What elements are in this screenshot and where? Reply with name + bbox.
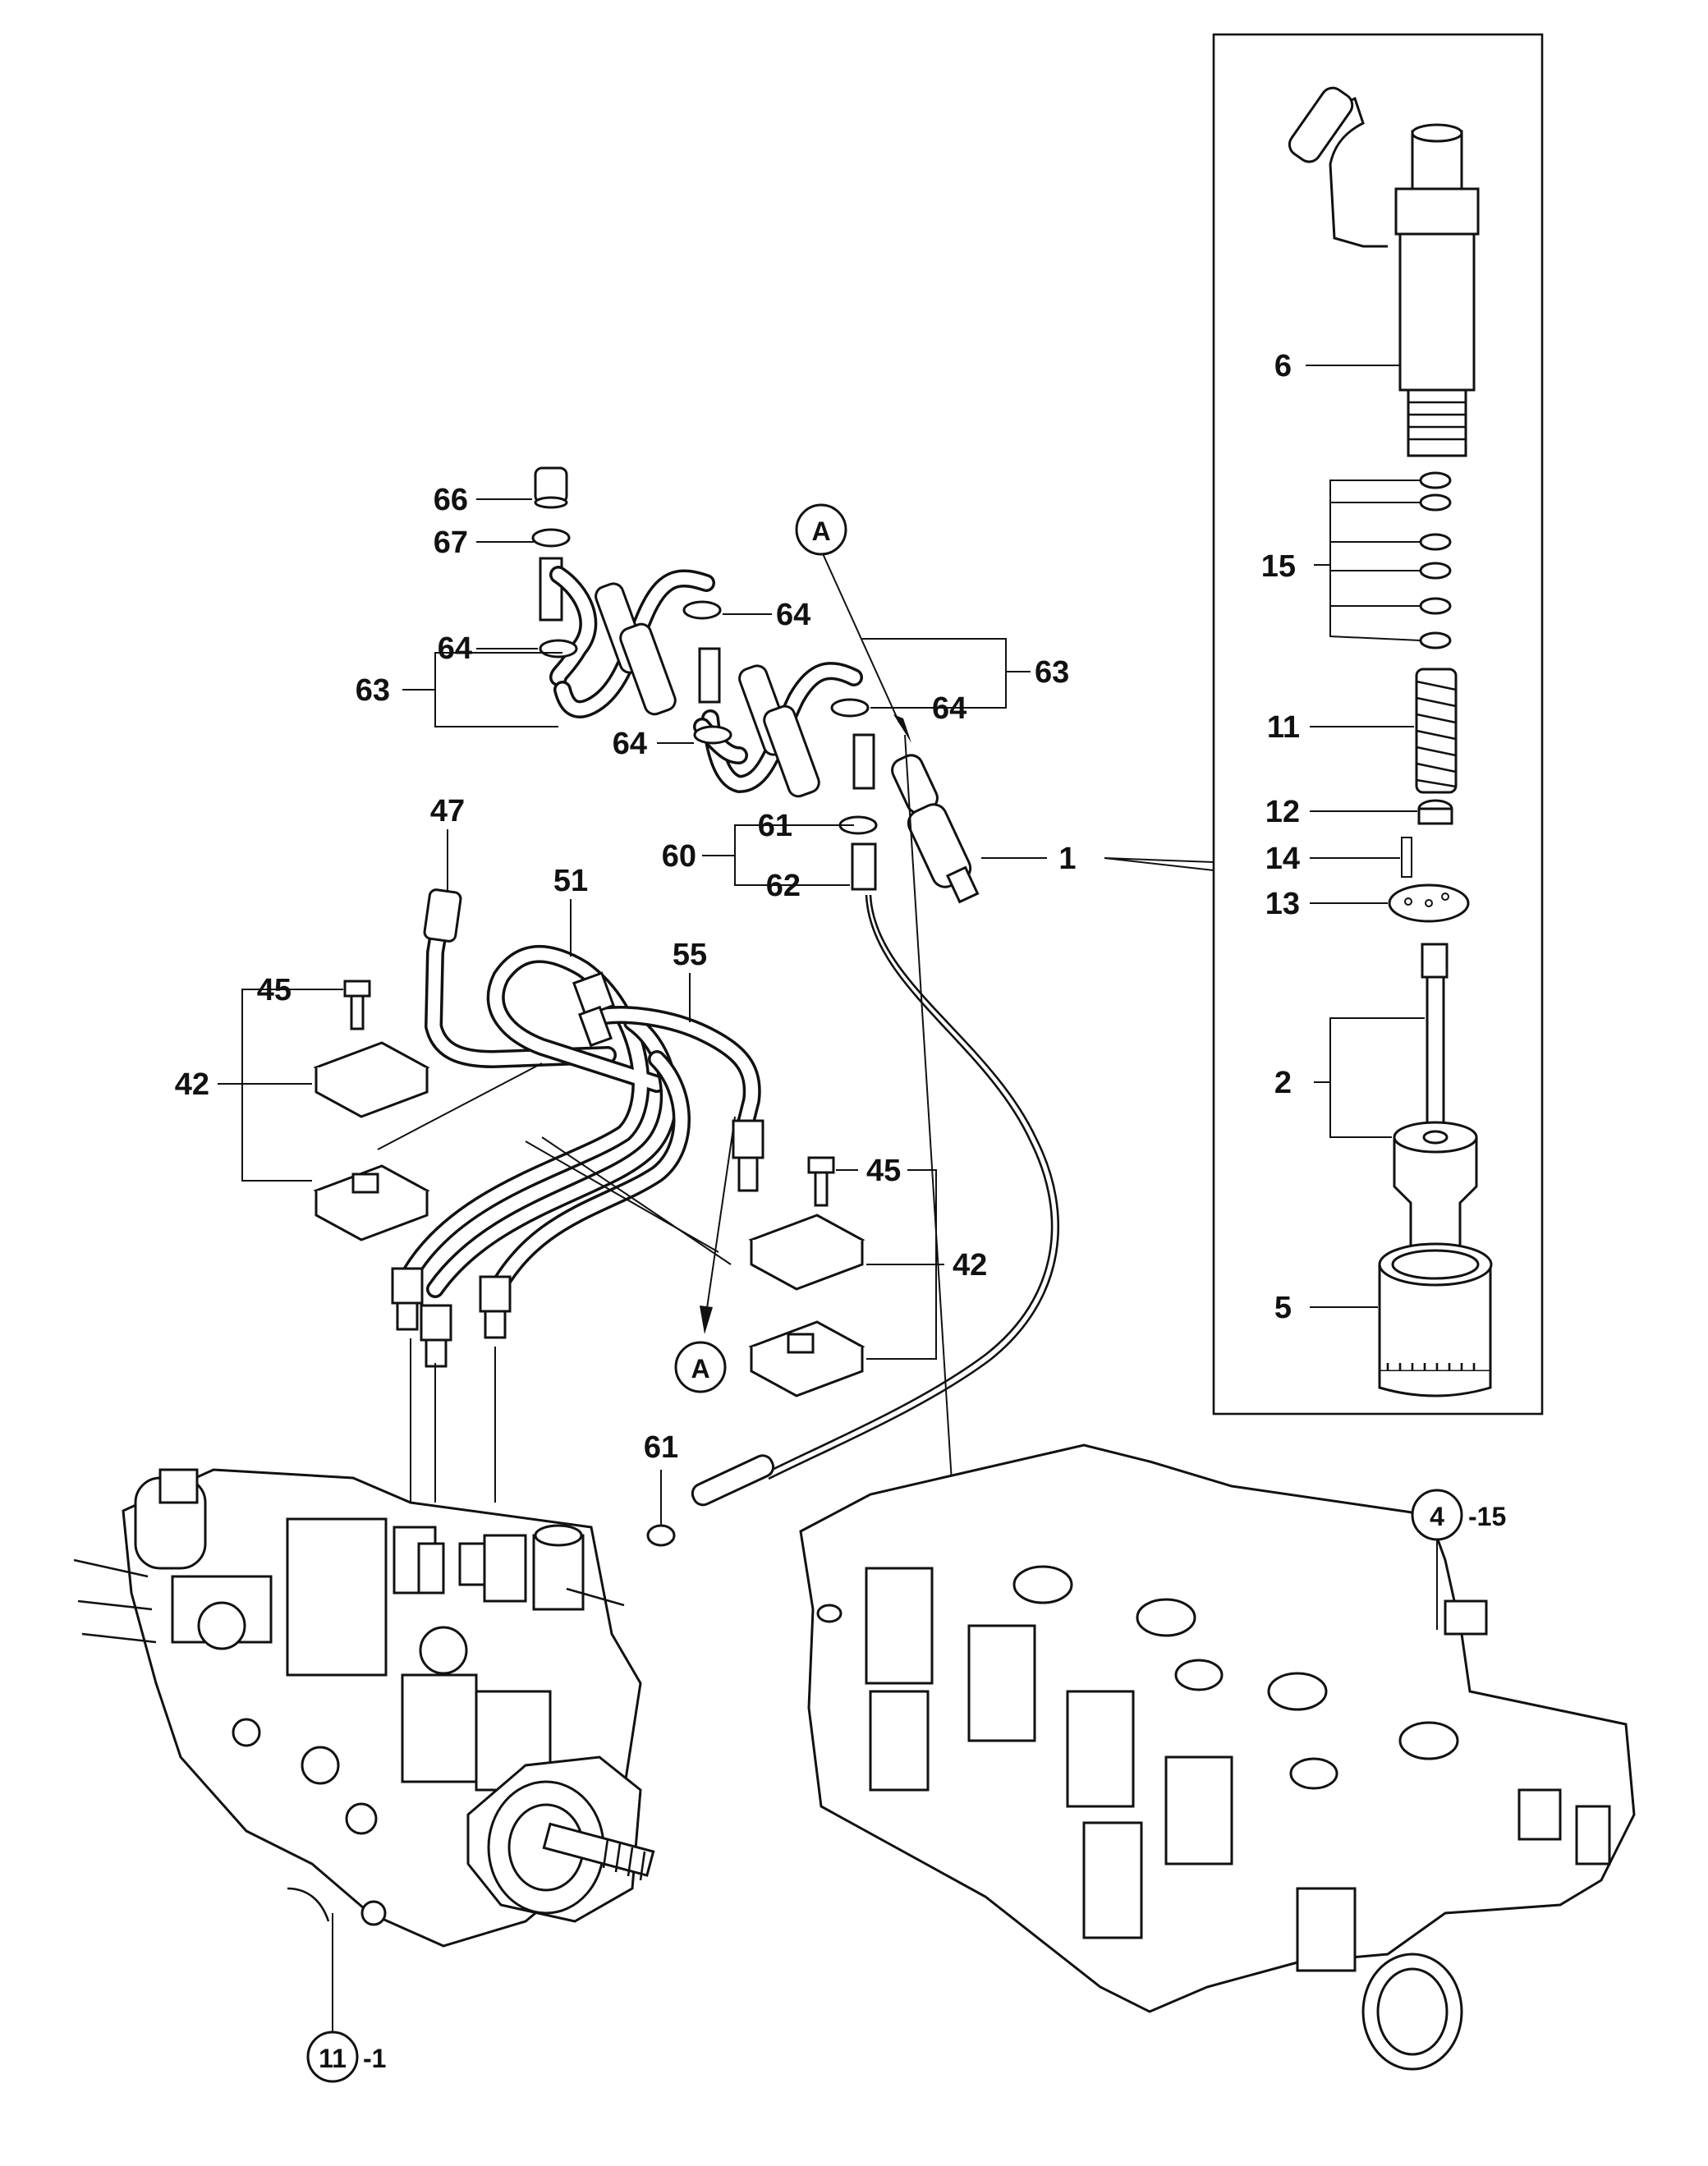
reference-marker-a-top: A (795, 503, 847, 556)
callout-64-middle: 64 (613, 727, 647, 761)
callout-64-left: 64 (438, 631, 472, 666)
distance-piece-part (1310, 883, 1470, 923)
pin-part (1310, 837, 1412, 878)
callout-labels: 6 15 11 12 14 13 2 5 1 66 67 64 63 64 64… (175, 349, 1300, 1465)
reference-marker-a-bottom-label: A (691, 1354, 709, 1384)
callout-63-left: 63 (356, 673, 390, 708)
callout-1: 1 (1058, 842, 1076, 876)
head-group-suffix: -15 (1468, 1502, 1506, 1531)
injection-pump-assembly (73, 1468, 655, 2036)
nozzle-part (1314, 943, 1478, 1262)
callout-64-right: 64 (932, 691, 966, 726)
reference-marker-a-bottom: A (674, 1341, 727, 1393)
injector-detail-inset (1104, 33, 1544, 1416)
callout-14: 14 (1265, 842, 1300, 876)
callout-12: 12 (1265, 795, 1300, 829)
callout-45-left: 45 (257, 973, 292, 1007)
pump-group-number: 11 (319, 2044, 347, 2073)
callout-51: 51 (553, 864, 588, 898)
callout-63-right: 63 (1035, 655, 1069, 690)
head-group-number: 4 (1430, 1502, 1444, 1531)
callout-47: 47 (430, 794, 465, 828)
shim-washers-part (1314, 471, 1452, 649)
return-hose-part (646, 894, 1060, 1547)
callout-45-right: 45 (866, 1154, 901, 1188)
callout-66: 66 (434, 483, 468, 517)
callout-5: 5 (1274, 1291, 1292, 1325)
callout-62: 62 (766, 869, 801, 903)
high-pressure-pipes (377, 829, 764, 1503)
callout-64-top: 64 (776, 598, 810, 632)
callout-13: 13 (1265, 887, 1300, 921)
callout-6: 6 (1274, 349, 1292, 383)
pipe-clamp-left (218, 980, 430, 1241)
cylinder-head-assembly (799, 1443, 1636, 2071)
pipe-clamp-right (748, 1156, 944, 1397)
reference-marker-a-top-label: A (811, 516, 830, 546)
pump-group-suffix: -1 (363, 2044, 386, 2073)
callout-67: 67 (434, 525, 468, 560)
spring-part (1310, 668, 1458, 794)
head-group-reference: 4 -15 (1411, 1489, 1506, 1541)
callout-2: 2 (1274, 1066, 1292, 1100)
callout-15: 15 (1261, 549, 1296, 584)
pump-group-reference: 11 -1 (306, 2031, 386, 2083)
callout-61-top: 61 (758, 809, 792, 843)
leak-off-hose-assembly (402, 466, 1047, 904)
injector-body-part (1288, 86, 1480, 457)
callout-55: 55 (673, 938, 707, 972)
callout-42-right: 42 (953, 1248, 987, 1283)
callout-61-bottom: 61 (644, 1430, 678, 1465)
spring-seat-part (1310, 799, 1453, 825)
callout-42-left: 42 (175, 1067, 209, 1102)
callout-60: 60 (662, 839, 696, 874)
nozzle-nut-part (1310, 1242, 1493, 1397)
callout-11: 11 (1267, 710, 1300, 745)
